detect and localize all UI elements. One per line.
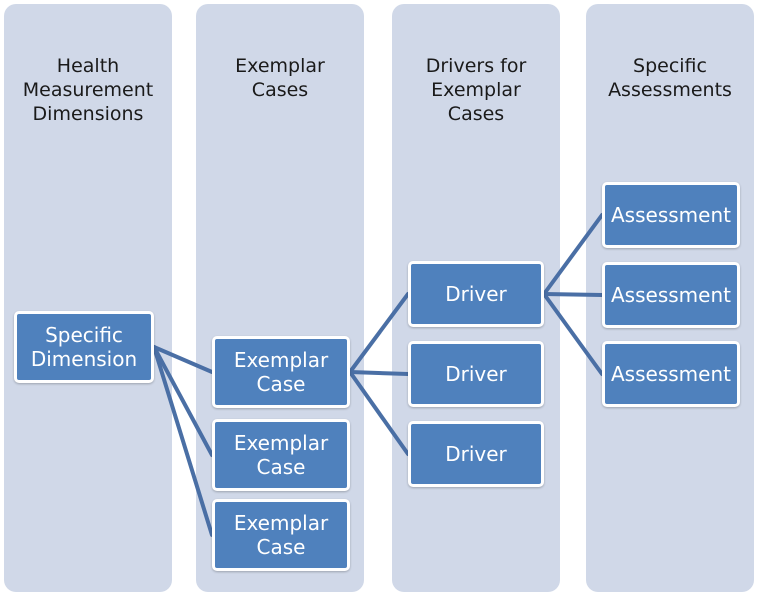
node-driver-2[interactable]: Driver xyxy=(408,341,544,407)
connector-case-driver-2 xyxy=(348,370,410,376)
connector-driver-assessment-3 xyxy=(542,292,604,376)
node-driver-3[interactable]: Driver xyxy=(408,421,544,487)
node-assessment-1[interactable]: Assessment xyxy=(602,182,740,248)
connector-dimension-case-3 xyxy=(152,345,214,537)
node-label: Assessment xyxy=(611,362,731,386)
node-driver-1[interactable]: Driver xyxy=(408,261,544,327)
header-line: Cases xyxy=(447,103,505,125)
header-line: Specific xyxy=(633,55,707,77)
node-specific-dimension[interactable]: Specific Dimension xyxy=(14,311,154,383)
column-exemplar-cases: Exemplar Cases xyxy=(196,4,364,592)
column-header: Specific Assessments xyxy=(586,54,754,102)
node-assessment-2[interactable]: Assessment xyxy=(602,262,740,328)
node-exemplar-case-1[interactable]: Exemplar Case xyxy=(212,336,350,408)
column-header: Drivers for Exemplar Cases xyxy=(392,54,560,126)
connector-driver-assessment-1 xyxy=(542,213,604,296)
connector-dimension-case-1 xyxy=(152,345,214,374)
header-line: Measurement xyxy=(22,79,154,101)
node-label: Exemplar xyxy=(233,511,329,535)
connector-case-driver-1 xyxy=(348,292,410,374)
node-label: Specific xyxy=(45,323,123,347)
node-label: Assessment xyxy=(611,203,731,227)
connector-dimension-case-2 xyxy=(152,345,214,457)
connector-driver-assessment-2 xyxy=(542,292,604,297)
node-label: Dimension xyxy=(30,347,138,371)
node-assessment-3[interactable]: Assessment xyxy=(602,341,740,407)
node-label: Assessment xyxy=(611,283,731,307)
header-line: Assessments xyxy=(608,79,732,101)
node-exemplar-case-2[interactable]: Exemplar Case xyxy=(212,419,350,491)
node-label: Driver xyxy=(445,442,507,466)
node-label: Driver xyxy=(445,362,507,386)
node-label: Exemplar xyxy=(233,348,329,372)
node-label: Case xyxy=(256,372,306,396)
header-line: Exemplar xyxy=(431,79,521,101)
node-label: Case xyxy=(256,455,306,479)
connector-case-driver-3 xyxy=(348,370,410,456)
header-line: Dimensions xyxy=(32,103,144,125)
node-exemplar-case-3[interactable]: Exemplar Case xyxy=(212,499,350,571)
column-health-measurement-dimensions: Health Measurement Dimensions xyxy=(4,4,172,592)
column-header: Health Measurement Dimensions xyxy=(4,54,172,126)
header-line: Cases xyxy=(251,79,309,101)
node-label: Case xyxy=(256,535,306,559)
node-label: Driver xyxy=(445,282,507,306)
node-label: Exemplar xyxy=(233,431,329,455)
column-header: Exemplar Cases xyxy=(196,54,364,102)
header-line: Exemplar xyxy=(235,55,325,77)
header-line: Drivers for xyxy=(425,55,527,77)
header-line: Health xyxy=(56,55,120,77)
